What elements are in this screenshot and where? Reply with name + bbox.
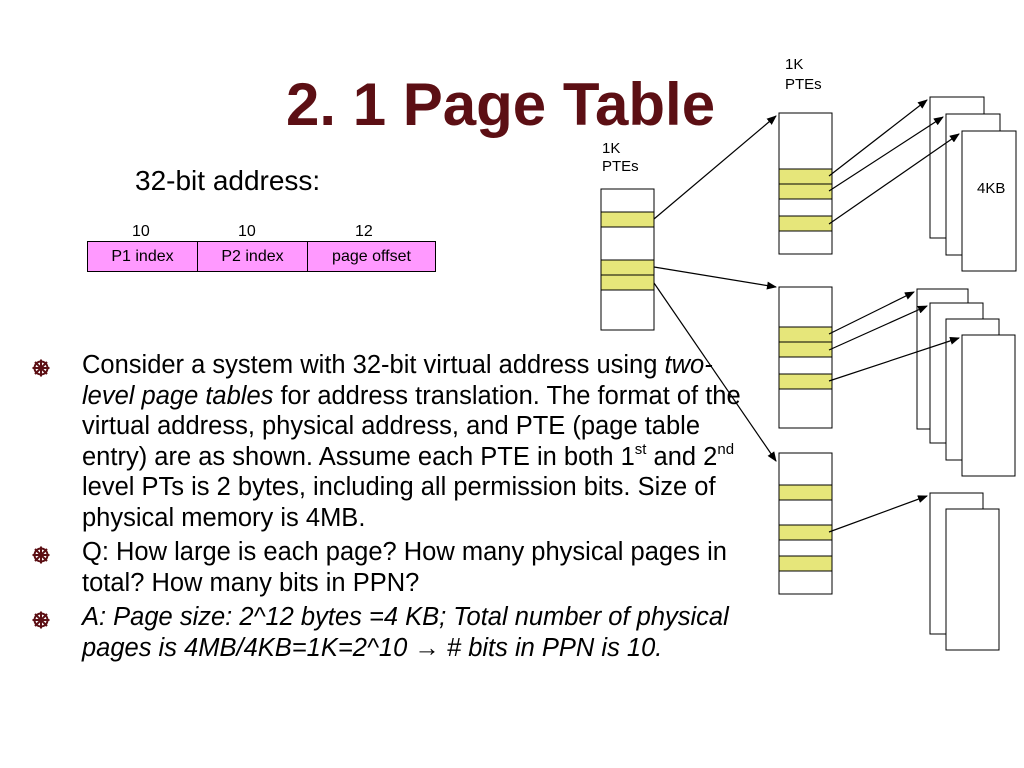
level1-pte-count-label: 1K	[785, 56, 803, 73]
arrow-l2-to-page	[828, 116, 944, 192]
level2-page-table-bottom	[778, 452, 833, 595]
physical-page-frame	[929, 96, 985, 239]
arrow-l2-to-page	[828, 291, 915, 335]
bullet-list: Consider a system with 32-bit virtual ad…	[32, 350, 762, 667]
level1-pte-unit-label: PTEs	[785, 76, 822, 93]
level2-pte-unit-label: PTEs	[602, 158, 639, 175]
ornament-bullet-icon	[32, 546, 50, 564]
bullet-item-question: Q: How large is each page? How many phys…	[32, 537, 762, 598]
page-offset-field: page offset	[307, 241, 436, 272]
bullet-text-part: and 2	[646, 442, 718, 471]
physical-page-frame	[916, 288, 969, 430]
physical-page-frame	[945, 113, 1001, 256]
level2-page-table-middle	[778, 286, 833, 429]
arrow-l2-to-page	[828, 337, 960, 382]
page-size-label: 4KB	[977, 180, 1005, 197]
bullet-text-part: Consider a system with 32-bit virtual ad…	[82, 351, 665, 379]
question-text: Q: How large is each page? How many phys…	[82, 538, 727, 597]
bullet-item-context: Consider a system with 32-bit virtual ad…	[32, 350, 762, 533]
bullet-text-part: level PTs is 2 bytes, including all perm…	[82, 473, 716, 532]
physical-page-frame	[945, 508, 1000, 651]
bit-count-p2: 10	[238, 223, 256, 240]
level2-pte-count-label: 1K	[602, 140, 620, 157]
ornament-bullet-icon	[32, 359, 50, 377]
bullet-item-answer: A: Page size: 2^12 bytes =4 KB; Total nu…	[32, 602, 762, 663]
arrow-l2-to-page	[828, 495, 928, 533]
arrow-l1-to-l2-middle	[653, 266, 777, 290]
slide-title: 2. 1 Page Table	[286, 71, 716, 138]
answer-text: A: Page size: 2^12 bytes =4 KB; Total nu…	[82, 603, 729, 662]
arrow-l2-to-page	[828, 133, 960, 225]
superscript-nd: nd	[717, 440, 735, 458]
address-label: 32-bit address:	[135, 165, 321, 196]
arrow-l2-to-page	[828, 305, 928, 351]
ornament-bullet-icon	[32, 611, 50, 629]
physical-page-frame	[929, 302, 984, 444]
level2-page-table-top	[778, 112, 833, 255]
bit-count-offset: 12	[355, 223, 373, 240]
physical-page-frame	[929, 492, 984, 635]
bit-count-p1: 10	[132, 223, 150, 240]
physical-page-frame	[945, 318, 1000, 461]
superscript-st: st	[634, 440, 647, 458]
physical-page-frame	[961, 130, 1017, 272]
level1-page-table	[600, 188, 655, 331]
physical-page-frame	[961, 334, 1016, 477]
p1-index-field: P1 index	[87, 241, 198, 272]
arrow-l2-to-page	[828, 99, 928, 177]
p2-index-field: P2 index	[197, 241, 308, 272]
